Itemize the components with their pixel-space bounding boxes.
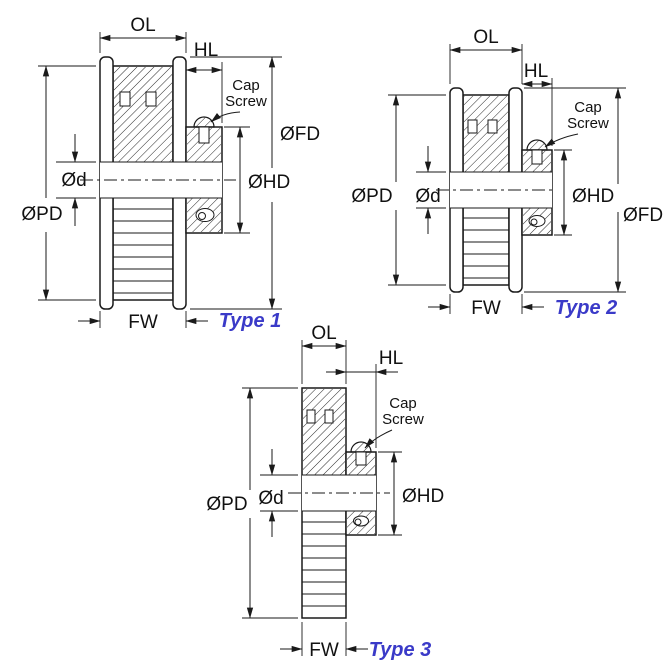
set-screw-hole: [195, 208, 215, 222]
dim-label-hl: HL: [524, 61, 548, 82]
dim-hub-length: HL: [521, 61, 553, 146]
dim-label-hd: ØHD: [248, 172, 290, 193]
dim-bore-diameter: Ød: [258, 449, 298, 537]
dim-label-fd: ØFD: [280, 124, 320, 145]
dim-label-fw: FW: [128, 312, 158, 333]
cap-screw-shaft: [531, 149, 543, 165]
cap-screw: [526, 139, 548, 165]
teeth-lines: [302, 521, 346, 607]
leader-arrow: [364, 429, 393, 449]
diagram-type-3: OL HL Cap Screw ØPD Ød: [206, 323, 444, 661]
callout-cap-screw: Cap Screw: [364, 395, 424, 449]
dim-label-hl: HL: [379, 348, 403, 369]
tooth-notch: [145, 91, 157, 107]
dim-label-ol: OL: [311, 323, 336, 344]
type-label: Type 3: [369, 639, 432, 661]
cap-screw: [350, 441, 372, 466]
dim-label-pd: ØPD: [351, 186, 392, 207]
type-label: Type 1: [219, 310, 282, 332]
cap-screw-label: Cap: [574, 99, 602, 116]
dim-hub-diameter: ØHD: [224, 126, 290, 234]
dim-pitch-diameter: ØPD: [351, 94, 446, 286]
tooth-notch: [487, 119, 498, 134]
pulley-body: [436, 87, 556, 293]
dim-label-pd: ØPD: [206, 494, 247, 515]
dim-face-width: FW: [428, 294, 544, 319]
tooth-notch: [119, 91, 131, 107]
cap-screw: [193, 116, 215, 144]
tooth-notch: [467, 119, 478, 134]
tooth-notch: [306, 409, 316, 424]
dim-label-pd: ØPD: [21, 204, 62, 225]
dim-flange-diameter: ØFD: [524, 87, 663, 293]
cap-screw-head: [193, 116, 215, 128]
dim-face-width: FW: [280, 622, 368, 661]
dim-label-bore: Ød: [258, 488, 283, 509]
dim-overall-length: OL: [301, 323, 347, 384]
diagram-type-1: OL HL Cap Screw ØFD ØHD: [21, 15, 320, 333]
set-screw-hole: [528, 215, 546, 227]
teeth-lines: [463, 217, 509, 279]
dim-pitch-diameter: ØPD: [21, 65, 96, 301]
dim-label-ol: OL: [473, 27, 498, 48]
callout-cap-screw: Cap Screw: [544, 99, 609, 148]
pulley-body: [288, 387, 390, 619]
cap-screw-head: [526, 139, 548, 151]
pulley-body: [80, 56, 236, 310]
cap-screw-shaft: [355, 451, 367, 466]
dim-bore-diameter: Ød: [415, 146, 446, 234]
dim-flange-diameter: ØFD: [190, 56, 320, 310]
cap-screw-shaft: [198, 126, 210, 144]
dim-label-bore: Ød: [415, 186, 440, 207]
dim-label-fw: FW: [471, 298, 501, 319]
cap-screw-label: Screw: [382, 411, 424, 428]
cap-screw-head: [350, 441, 372, 453]
type-label: Type 2: [555, 297, 618, 319]
leader-arrow: [544, 133, 579, 148]
dim-label-fd: ØFD: [623, 205, 663, 226]
leader-arrow: [210, 111, 241, 123]
dim-hub-length: HL: [185, 40, 223, 123]
dim-overall-length: OL: [449, 27, 523, 84]
dim-overall-length: OL: [99, 15, 187, 53]
teeth-lines: [113, 208, 173, 294]
cap-screw-label: Screw: [567, 115, 609, 132]
dim-face-width: FW: [78, 311, 208, 333]
dim-label-hd: ØHD: [402, 486, 444, 507]
dim-bore-diameter: Ød: [56, 134, 96, 226]
tooth-notch: [324, 409, 334, 424]
dim-label-bore: Ød: [61, 170, 86, 191]
dim-hub-diameter: ØHD: [378, 451, 444, 536]
dim-label-fw: FW: [309, 640, 339, 661]
diagram-type-2: OL HL Cap Screw ØPD Ød: [351, 27, 663, 319]
dim-label-ol: OL: [130, 15, 155, 36]
cap-screw-label: Cap: [389, 395, 417, 412]
cap-screw-label: Screw: [225, 93, 267, 110]
dim-hub-diameter: ØHD: [554, 149, 614, 236]
callout-cap-screw: Cap Screw: [210, 77, 267, 123]
dim-hub-length: HL: [326, 348, 403, 448]
dim-pitch-diameter: ØPD: [206, 387, 298, 619]
dim-label-hl: HL: [194, 40, 218, 61]
cap-screw-label: Cap: [232, 77, 260, 94]
dim-label-hd: ØHD: [572, 186, 614, 207]
set-screw-hole: [353, 515, 369, 527]
